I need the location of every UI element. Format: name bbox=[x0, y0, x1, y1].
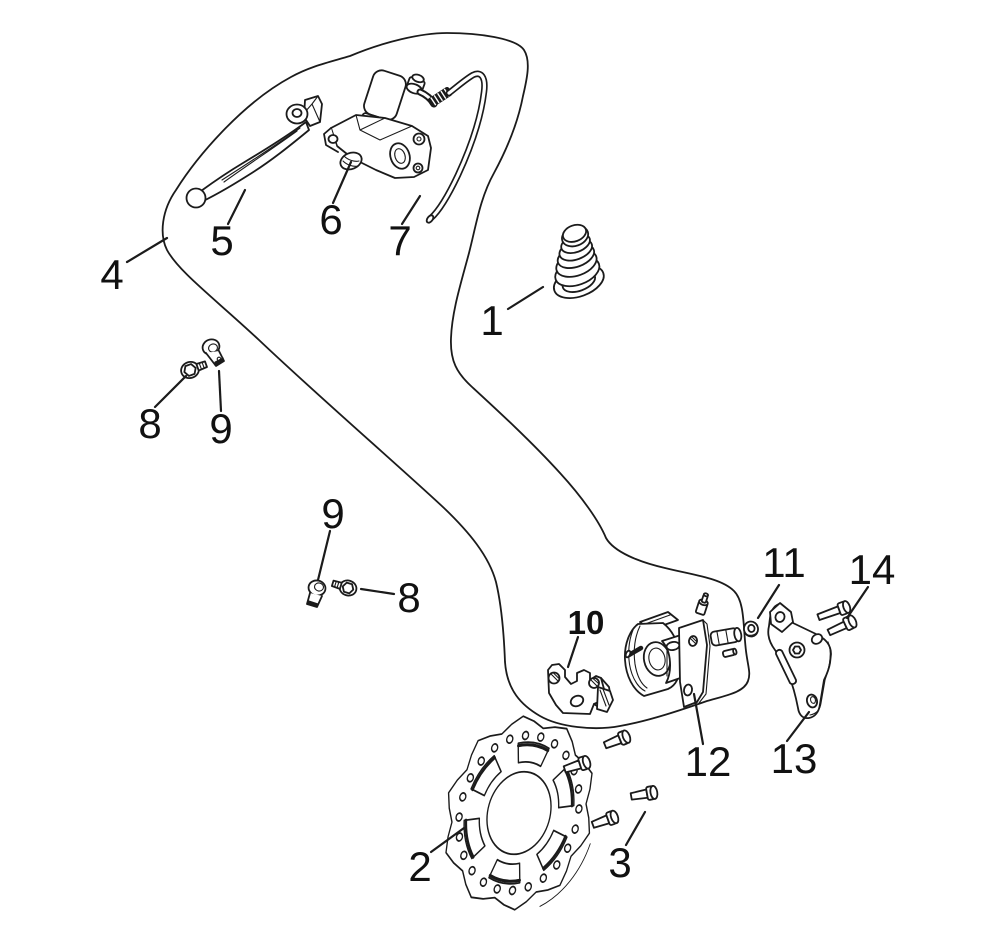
callout-9-mid: 9 bbox=[321, 490, 344, 537]
leader-8-left bbox=[153, 374, 188, 409]
leader-2 bbox=[429, 826, 466, 854]
callout-1: 1 bbox=[480, 297, 503, 344]
hose-fitting bbox=[709, 626, 743, 647]
lever-ball-end bbox=[185, 187, 207, 209]
disc-bolt bbox=[590, 809, 620, 829]
leader-3 bbox=[624, 810, 647, 847]
brake-caliper-part12 bbox=[624, 592, 743, 708]
callout-8-mid: 8 bbox=[397, 574, 420, 621]
callout-14: 14 bbox=[849, 546, 896, 593]
pad-spring bbox=[596, 686, 614, 713]
callout-4: 4 bbox=[100, 251, 123, 298]
flange-bolt-part8-left bbox=[180, 360, 208, 380]
leader-lines bbox=[125, 160, 870, 854]
hose-clamp-part9-left bbox=[201, 338, 225, 367]
disc-outer-edge bbox=[445, 715, 593, 911]
caliper-bracket-part10 bbox=[547, 663, 614, 715]
leader-8-mid bbox=[359, 587, 396, 596]
callout-12: 12 bbox=[685, 738, 732, 785]
clamp-bolt-top bbox=[412, 132, 426, 146]
bracket-tab-bolt bbox=[816, 600, 852, 621]
leader-10 bbox=[566, 635, 580, 669]
callout-13: 13 bbox=[771, 735, 818, 782]
bracket-slot bbox=[775, 649, 797, 685]
spacer-nut-part11 bbox=[743, 620, 759, 638]
brake-disc-part2 bbox=[445, 715, 593, 911]
brake-hose-part7 bbox=[425, 70, 488, 224]
callout-5: 5 bbox=[210, 217, 233, 264]
disc-bolt bbox=[562, 754, 592, 774]
banjo-bolt bbox=[405, 73, 426, 95]
leader-4 bbox=[125, 236, 169, 264]
disc-center-hole bbox=[486, 770, 552, 856]
leader-9-mid bbox=[316, 529, 332, 582]
leader-14 bbox=[845, 585, 870, 620]
disc-hole-ring bbox=[455, 730, 583, 896]
disc-thickness-edge bbox=[539, 843, 591, 907]
leader-5 bbox=[226, 188, 247, 226]
leader-12 bbox=[692, 692, 705, 746]
caliper-mount-bracket-part13 bbox=[767, 600, 852, 720]
callout-9-left: 9 bbox=[209, 405, 232, 452]
hose-assembly-outline-part4 bbox=[161, 32, 751, 730]
hose-clamp-part9-mid bbox=[306, 579, 327, 608]
callout-7: 7 bbox=[388, 217, 411, 264]
leader-1 bbox=[506, 285, 545, 311]
leader-11 bbox=[756, 583, 781, 620]
callout-3: 3 bbox=[608, 839, 631, 886]
clamp-bolt-bottom bbox=[412, 162, 424, 174]
reservoir-cap-part1 bbox=[553, 223, 605, 299]
leader-9-left bbox=[217, 369, 223, 413]
master-cylinder-part6 bbox=[323, 69, 453, 179]
callout-10: 10 bbox=[568, 604, 605, 641]
fitting-pin bbox=[721, 647, 738, 658]
disc-bolt bbox=[629, 785, 659, 801]
lever-mount-hole bbox=[327, 134, 339, 144]
callout-11: 11 bbox=[762, 539, 806, 586]
disc-bolt bbox=[602, 729, 632, 750]
clamp-bore bbox=[389, 142, 411, 170]
lever-pivot-hole bbox=[291, 108, 303, 118]
callout-8-left: 8 bbox=[138, 400, 161, 447]
hose-end bbox=[425, 214, 435, 224]
leader-7 bbox=[400, 194, 422, 226]
callout-6: 6 bbox=[319, 196, 342, 243]
bleed-valve bbox=[694, 592, 709, 616]
flange-bolt-part8-mid bbox=[330, 579, 358, 597]
callout-2: 2 bbox=[408, 843, 431, 890]
mount-bolt-part14 bbox=[826, 614, 858, 637]
brake-lever-part5 bbox=[185, 95, 323, 209]
leader-6 bbox=[331, 160, 353, 205]
disc-bolts-part3 bbox=[562, 729, 659, 829]
callout-labels: 1 2 3 4 5 6 7 8 9 9 8 10 11 12 13 14 bbox=[100, 196, 895, 890]
leader-13 bbox=[785, 710, 811, 743]
